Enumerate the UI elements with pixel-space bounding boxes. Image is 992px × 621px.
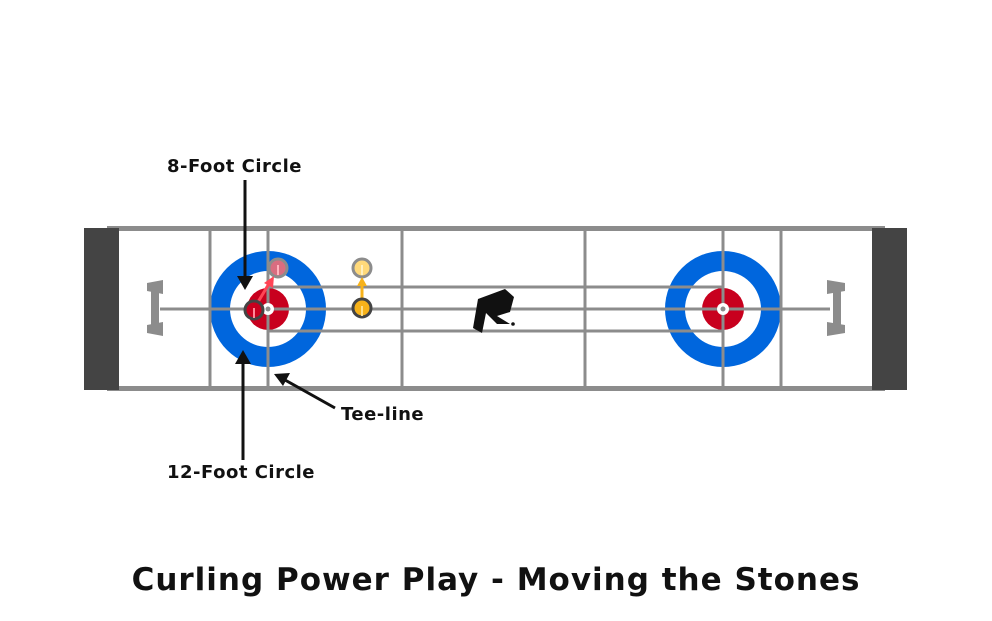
right-button-center: [720, 306, 726, 312]
left-backboard: [84, 228, 119, 390]
annotations: 8-Foot Circle Tee-line 12-Foot Circle: [167, 156, 424, 483]
left-button-center: [265, 306, 271, 312]
curling-sheet: [84, 226, 907, 391]
tee-line-arrow: [284, 378, 336, 410]
left-hack-icon: [147, 280, 163, 336]
top-sideline: [107, 226, 885, 231]
tee-line-arrow-head-icon: [274, 373, 290, 386]
red-move-arrow: [256, 281, 272, 303]
bottom-sideline: [107, 386, 885, 391]
twelve-foot-label: 12-Foot Circle: [167, 462, 315, 483]
yellow-arrow-head-icon: [357, 277, 367, 286]
right-backboard: [872, 228, 907, 390]
right-hack-icon: [827, 280, 845, 336]
eight-foot-arrow-head-icon: [237, 276, 253, 290]
diagram-title: Curling Power Play - Moving the Stones: [132, 562, 861, 598]
brand-logo-icon: [473, 289, 515, 333]
stones: [243, 257, 373, 321]
tee-line-label: Tee-line: [341, 404, 424, 425]
red-arrow-head-icon: [264, 276, 274, 288]
twelve-foot-arrow-head-icon: [235, 350, 251, 364]
eight-foot-label: 8-Foot Circle: [167, 156, 302, 177]
